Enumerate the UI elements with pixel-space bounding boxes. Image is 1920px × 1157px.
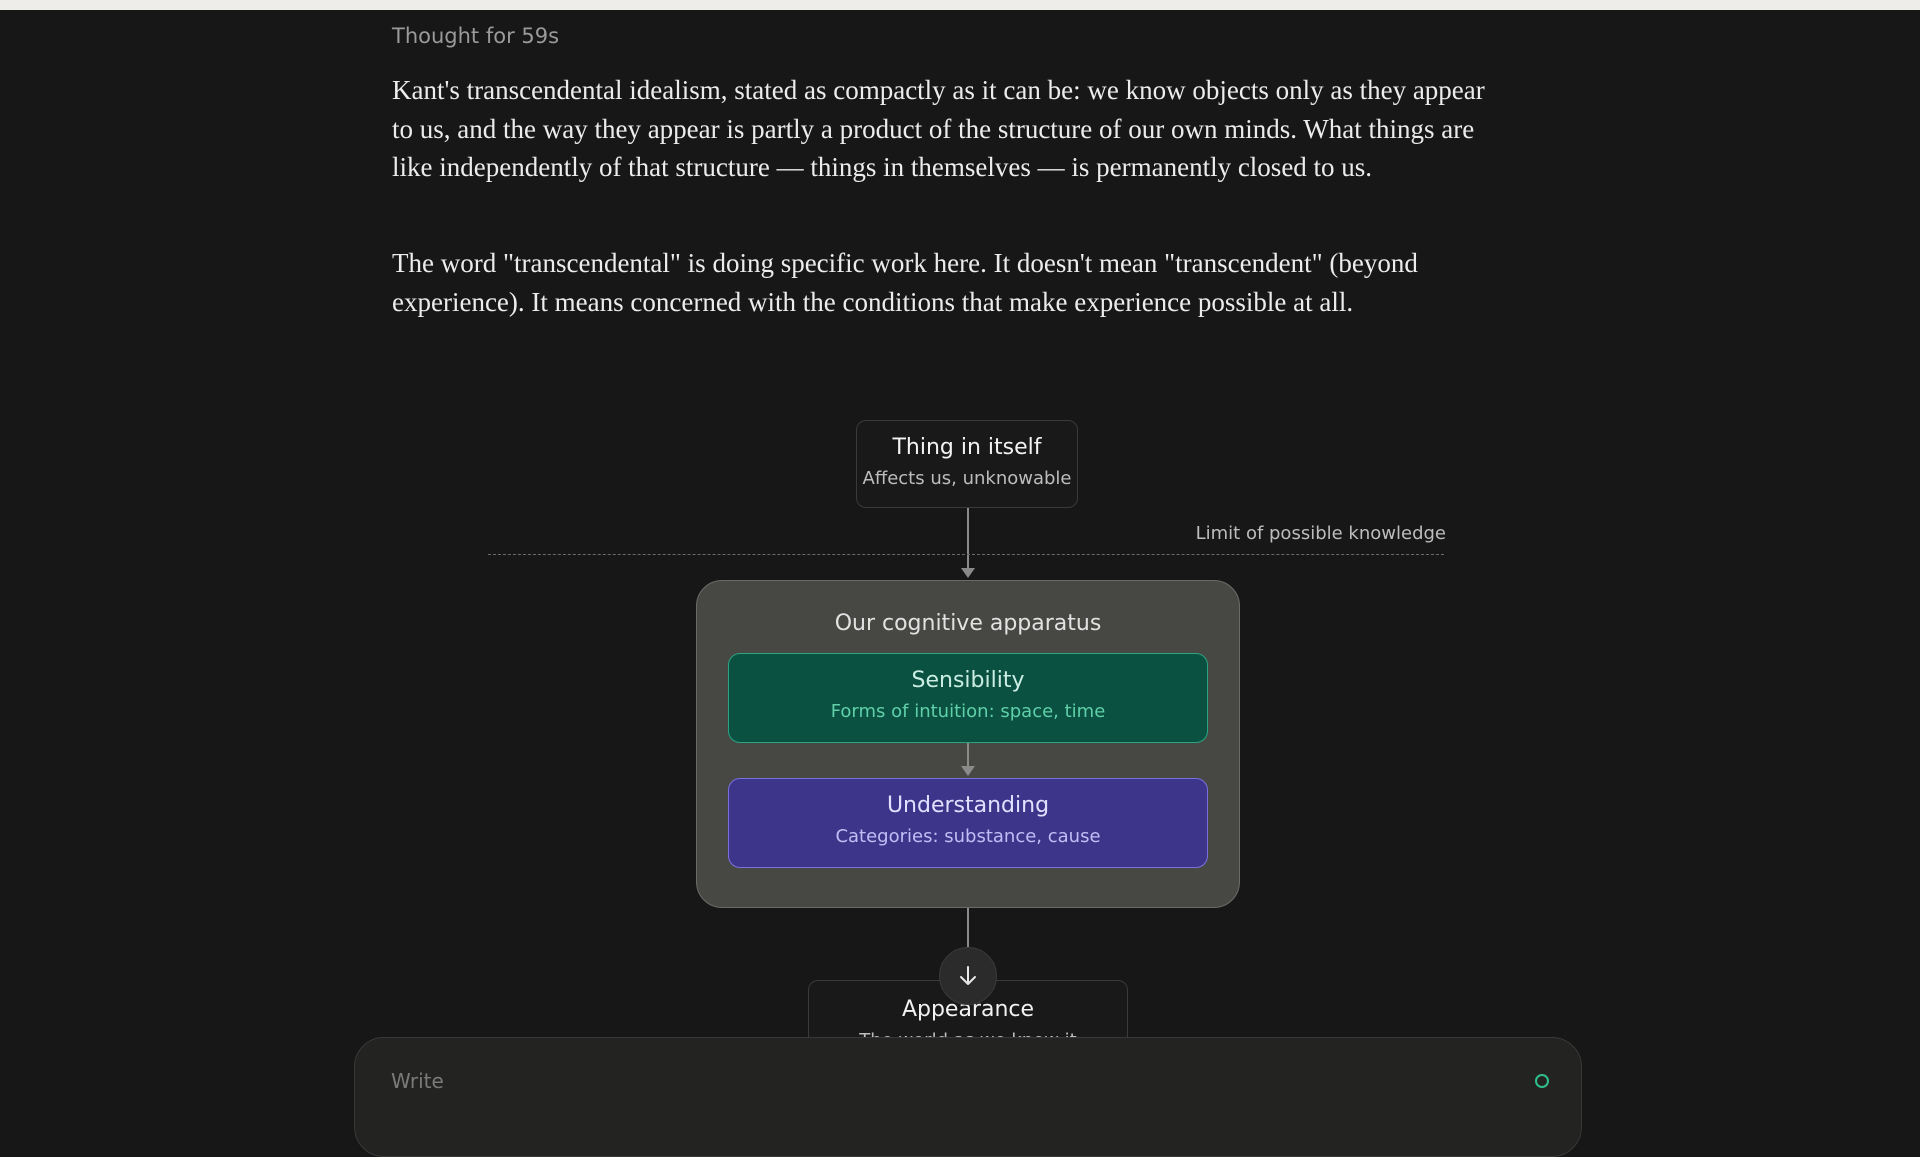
understanding-subtitle: Categories: substance, cause	[835, 826, 1101, 847]
limit-of-knowledge-line	[488, 554, 1444, 555]
connector-apparatus-to-appearance	[967, 908, 969, 980]
window-top-bar	[0, 0, 1920, 10]
connector-thing-to-apparatus	[967, 508, 969, 568]
thing-in-itself-title: Thing in itself	[892, 435, 1042, 460]
message-composer	[354, 1037, 1582, 1157]
arrowhead-into-apparatus	[961, 568, 975, 578]
sensibility-node: Sensibility Forms of intuition: space, t…	[728, 653, 1208, 743]
sensibility-title: Sensibility	[911, 668, 1025, 693]
response-paragraph-2: The word "transcendental" is doing speci…	[392, 248, 1418, 317]
scroll-to-bottom-button[interactable]	[939, 947, 997, 1005]
arrow-down-icon	[960, 966, 976, 985]
thought-duration-toggle[interactable]: Thought for 59s	[392, 24, 560, 48]
thing-in-itself-subtitle: Affects us, unknowable	[862, 468, 1072, 489]
understanding-node: Understanding Categories: substance, cau…	[728, 778, 1208, 868]
status-ring-icon	[1535, 1074, 1549, 1088]
arrowhead-into-understanding	[961, 766, 975, 776]
cognitive-apparatus-container: Our cognitive apparatus Sensibility Form…	[696, 580, 1240, 908]
response-paragraph-1: Kant's transcendental idealism, stated a…	[392, 75, 1485, 182]
connector-sensibility-to-understanding	[967, 743, 969, 767]
cognitive-apparatus-title: Our cognitive apparatus	[834, 611, 1102, 636]
message-input[interactable]	[389, 1066, 1493, 1096]
understanding-title: Understanding	[886, 793, 1050, 818]
limit-of-knowledge-label: Limit of possible knowledge	[1195, 523, 1446, 544]
thing-in-itself-node: Thing in itself Affects us, unknowable	[856, 420, 1078, 508]
sensibility-subtitle: Forms of intuition: space, time	[830, 701, 1106, 722]
